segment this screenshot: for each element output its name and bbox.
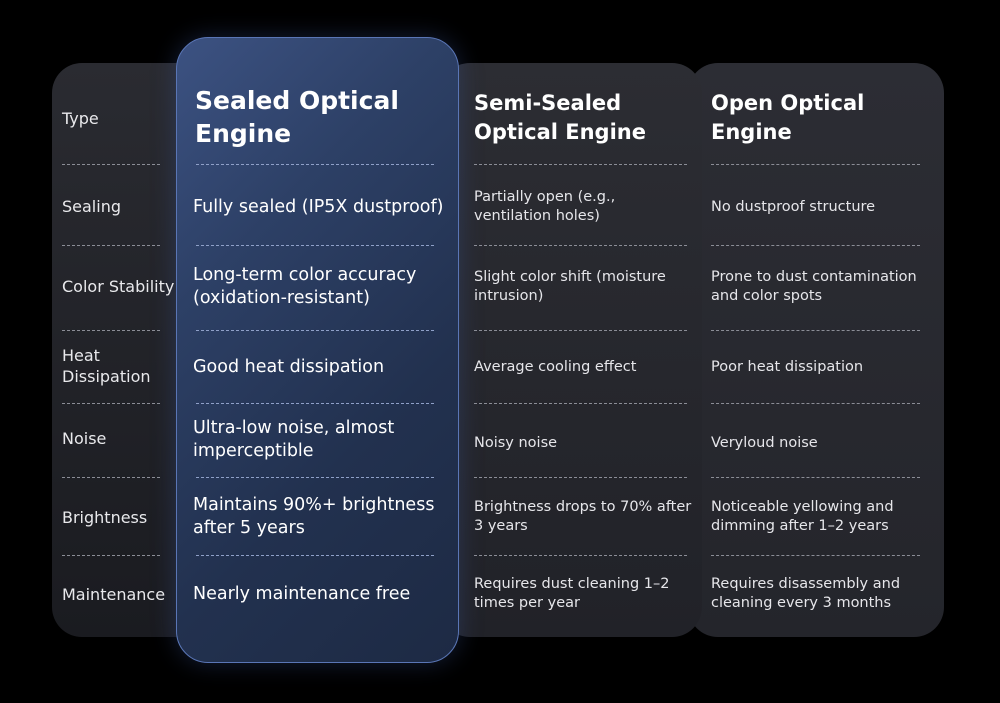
row-divider xyxy=(196,330,434,331)
row-divider xyxy=(711,245,920,246)
row-divider xyxy=(196,477,434,478)
row-label-brightness: Brightness xyxy=(62,507,148,527)
row-divider xyxy=(474,330,687,331)
cell-sealed-maintenance: Nearly maintenance free xyxy=(193,583,411,604)
row-divider xyxy=(711,164,920,165)
cell-open-sealing: No dustproof structure xyxy=(711,198,876,215)
row-divider xyxy=(196,164,434,165)
row-divider xyxy=(711,477,920,478)
cell-sealed-color-stability: Long-term color accuracy (oxidation-resi… xyxy=(193,265,417,308)
cell-sealed-noise: Ultra-low noise, almost imperceptible xyxy=(193,418,395,461)
cell-open-brightness: Noticeable yellowing and dimming after 1… xyxy=(711,499,894,534)
cell-sealed-brightness: Maintains 90%+ brightness after 5 years xyxy=(193,495,435,538)
row-divider xyxy=(474,477,687,478)
cell-sealed-heat-dissipation: Good heat dissipation xyxy=(193,356,385,377)
cell-semi-maintenance: Requires dust cleaning 1–2 times per yea… xyxy=(474,576,670,611)
cell-open-maintenance: Requires disassembly and cleaning every … xyxy=(711,576,901,611)
open-column-panel xyxy=(688,63,944,637)
row-label-noise: Noise xyxy=(62,428,107,448)
row-divider xyxy=(62,330,160,331)
semi-sealed-column-panel xyxy=(440,63,702,637)
row-divider xyxy=(62,555,160,556)
row-divider xyxy=(711,555,920,556)
row-divider xyxy=(62,245,160,246)
row-divider xyxy=(196,403,434,404)
row-label-sealing: Sealing xyxy=(62,196,121,216)
row-divider xyxy=(196,555,434,556)
row-divider xyxy=(62,164,160,165)
sealed-column-panel-highlighted xyxy=(176,37,459,663)
row-divider xyxy=(711,330,920,331)
row-divider xyxy=(474,164,687,165)
cell-semi-color-stability: Slight color shift (moisture intrusion) xyxy=(474,269,666,304)
header-sealed-optical-engine: Sealed Optical Engine xyxy=(195,86,399,148)
row-divider xyxy=(474,403,687,404)
cell-semi-heat-dissipation: Average cooling effect xyxy=(474,358,637,375)
row-divider xyxy=(62,403,160,404)
row-label-color-stability: Color Stability xyxy=(62,276,175,296)
cell-sealed-sealing: Fully sealed (IP5X dustproof) xyxy=(193,196,444,217)
cell-open-heat-dissipation: Poor heat dissipation xyxy=(711,358,864,375)
cell-open-color-stability: Prone to dust contamination and color sp… xyxy=(711,269,917,304)
cell-open-noise: Veryloud noise xyxy=(711,434,818,451)
header-type-label: Type xyxy=(62,108,99,128)
row-divider xyxy=(474,245,687,246)
row-label-maintenance: Maintenance xyxy=(62,584,166,604)
row-divider xyxy=(474,555,687,556)
cell-semi-sealing: Partially open (e.g., ventilation holes) xyxy=(474,189,616,224)
row-label-heat-dissipation: Heat Dissipation xyxy=(62,346,151,386)
header-open-optical-engine: Open Optical Engine xyxy=(711,91,865,144)
row-divider xyxy=(711,403,920,404)
row-divider xyxy=(62,477,160,478)
row-divider xyxy=(196,245,434,246)
header-semi-sealed-optical-engine: Semi-Sealed Optical Engine xyxy=(474,91,646,144)
cell-semi-noise: Noisy noise xyxy=(474,434,558,451)
cell-semi-brightness: Brightness drops to 70% after 3 years xyxy=(474,499,692,534)
